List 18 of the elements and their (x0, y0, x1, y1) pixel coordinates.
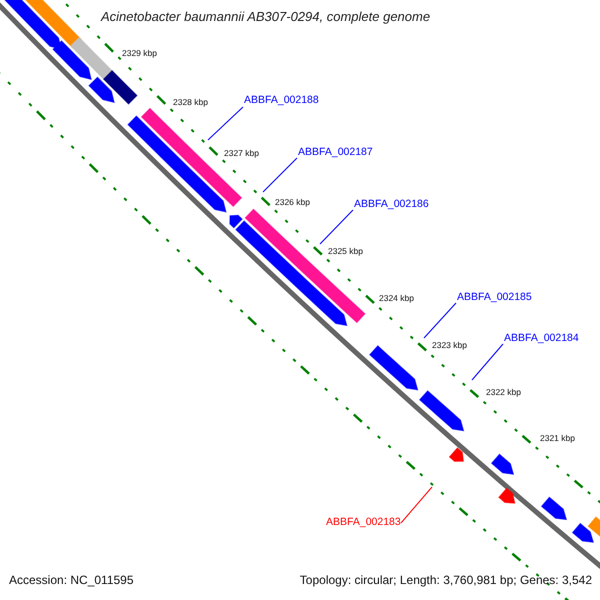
accession-note: Accession: NC_011595 (9, 573, 134, 588)
gene-label: ABBFA_002187 (298, 146, 373, 159)
genome-summary-note: Topology: circular; Length: 3,760,981 bp; Genes: 3,542 (300, 573, 592, 588)
scale-tick-label: 2324 kbp (379, 293, 414, 304)
scale-tick-label: 2328 kbp (173, 97, 208, 108)
gene-label: ABBFA_002188 (244, 94, 319, 107)
scale-tick-label: 2321 kbp (540, 433, 575, 444)
scale-tick-label: 2327 kbp (224, 148, 259, 159)
scale-tick-label: 2329 kbp (122, 48, 157, 59)
scale-tick-label: 2326 kbp (275, 197, 310, 208)
gene-label: ABBFA_002184 (504, 332, 579, 345)
scale-tick-label: 2322 kbp (486, 387, 521, 398)
gene-label: ABBFA_002183 (326, 516, 401, 529)
scale-tick-label: 2325 kbp (328, 246, 363, 257)
title: Acinetobacter baumannii AB307-0294, complete genome (101, 9, 430, 25)
gene-label: ABBFA_002186 (354, 198, 429, 211)
gene-label: ABBFA_002185 (457, 291, 532, 304)
scale-tick-label: 2323 kbp (432, 340, 467, 351)
